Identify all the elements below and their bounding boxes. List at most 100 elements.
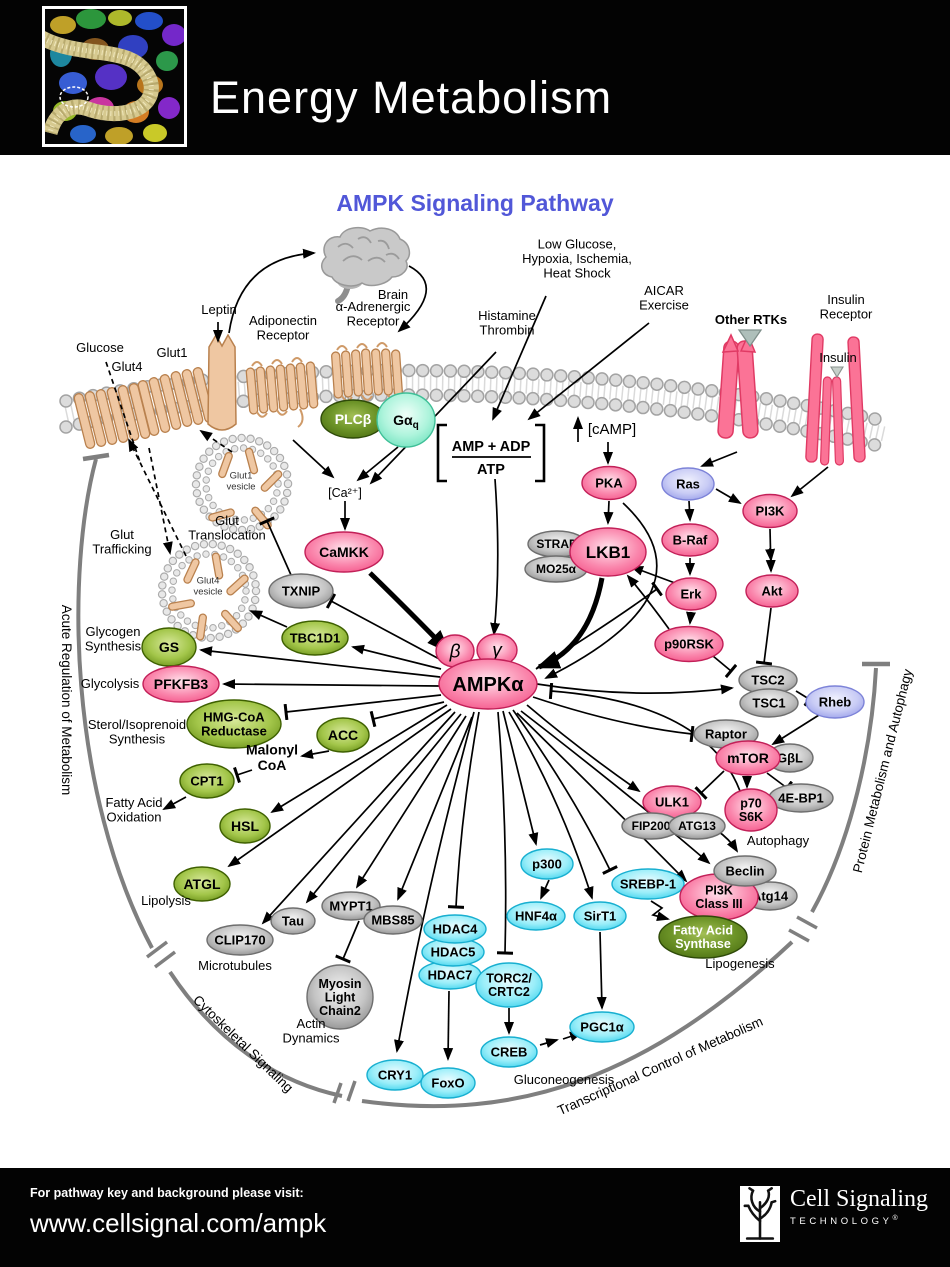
svg-text:ACC: ACC xyxy=(328,727,358,743)
node-ampk: AMPKα xyxy=(438,658,538,710)
leptin-receptor xyxy=(207,333,237,431)
node-foxo: FoxO xyxy=(420,1067,476,1099)
node-ulk1: ULK1 xyxy=(642,785,702,819)
label-low-glucose: Low Glucose,Hypoxia, Ischemia,Heat Shock xyxy=(522,237,632,281)
edge-18 xyxy=(790,466,829,498)
edge-34 xyxy=(755,607,773,666)
svg-text:MO25α: MO25α xyxy=(536,562,577,576)
node-pgc1a: PGC1α xyxy=(569,1011,635,1043)
node-atgl: ATGL xyxy=(173,866,231,902)
node-hnf4a: HNF4α xyxy=(506,901,566,931)
edge-6 xyxy=(199,429,233,453)
svg-text:TSC2: TSC2 xyxy=(751,673,784,688)
edge-58 xyxy=(199,646,441,678)
label-microtubules: Microtubules xyxy=(198,958,272,973)
edge-68 xyxy=(305,713,462,904)
label-other-rtks: Other RTKs xyxy=(715,312,787,327)
edge-25 xyxy=(630,566,676,584)
edge-71 xyxy=(335,920,360,964)
svg-text:GS: GS xyxy=(159,639,179,655)
label-glucose: Glucose xyxy=(76,340,124,355)
svg-text:mTOR: mTOR xyxy=(727,750,769,766)
svg-text:STRAD: STRAD xyxy=(536,537,578,551)
edge-44 xyxy=(516,712,688,883)
svg-text:ULK1: ULK1 xyxy=(655,795,689,810)
svg-text:CRY1: CRY1 xyxy=(378,1068,412,1083)
label-glut4: Glut4 xyxy=(111,359,142,374)
footer-url: www.cellsignal.com/ampk xyxy=(30,1208,327,1238)
adiponectin-receptor-glyph xyxy=(245,361,319,415)
node-gamma: γ xyxy=(476,633,518,667)
node-clip170: CLIP170 xyxy=(206,924,274,956)
svg-text:FIP200: FIP200 xyxy=(632,819,671,833)
cell-signaling-logo: Cell Signaling TECHNOLOGY® xyxy=(740,1186,928,1242)
edge-62 xyxy=(300,749,330,759)
label-ca2: [Ca²⁺] xyxy=(328,486,362,500)
edge-70 xyxy=(397,716,473,901)
label-leptin: Leptin xyxy=(201,302,236,317)
node-akt: Akt xyxy=(745,574,799,608)
edge-22 xyxy=(686,611,696,625)
label-glut1: Glut1 xyxy=(156,345,187,360)
edge-50 xyxy=(596,931,607,1010)
svg-text:HSL: HSL xyxy=(231,818,259,834)
edge-1 xyxy=(228,248,316,334)
edge-38 xyxy=(694,770,725,800)
svg-text:FoxO: FoxO xyxy=(431,1076,464,1091)
edge-52 xyxy=(539,1038,559,1048)
svg-text:HDAC5: HDAC5 xyxy=(431,945,476,960)
node-pka: PKA xyxy=(581,465,637,501)
svg-text:p300: p300 xyxy=(532,857,562,872)
node-atg13: ATG13 xyxy=(668,812,726,840)
svg-text:TORC2/CRTC2: TORC2/CRTC2 xyxy=(486,972,532,1000)
svg-text:β: β xyxy=(449,642,461,663)
node-mbs85: MBS85 xyxy=(363,905,423,935)
svg-text:Atg14: Atg14 xyxy=(752,889,789,904)
svg-text:AMPKα: AMPKα xyxy=(452,674,524,696)
node-srebp1: SREBP-1 xyxy=(611,868,685,900)
edge-69 xyxy=(355,715,467,889)
category-arcs xyxy=(76,452,890,1109)
node-cry1: CRY1 xyxy=(366,1059,424,1091)
node-erk: Erk xyxy=(665,577,717,611)
membrane-microscopy-image xyxy=(36,6,187,147)
insulin-receptor-glyph xyxy=(805,333,866,466)
edge-26 xyxy=(626,574,670,630)
svg-text:Ras: Ras xyxy=(676,477,700,492)
amp-adp-atp-bracket xyxy=(436,423,546,483)
node-mypt1: MYPT1 xyxy=(321,891,381,921)
svg-text:Beclin: Beclin xyxy=(725,864,764,879)
node-hsl: HSL xyxy=(219,808,271,844)
edge-57 xyxy=(394,711,475,1053)
svg-text:MYPT1: MYPT1 xyxy=(329,899,372,914)
node-creb: CREB xyxy=(480,1036,538,1068)
node-ras: Ras xyxy=(661,467,715,501)
label-atp: ATP xyxy=(477,462,505,478)
edge-27 xyxy=(368,571,451,654)
svg-text:SirT1: SirT1 xyxy=(584,909,617,924)
svg-text:HDAC4: HDAC4 xyxy=(433,922,479,937)
logo-tree-icon xyxy=(740,1186,780,1242)
node-fip200: FIP200 xyxy=(621,812,681,840)
other-rtks-receptor xyxy=(717,329,763,439)
edge-48 xyxy=(650,900,670,921)
edge-17 xyxy=(700,451,738,467)
rtk-ligand-icon xyxy=(737,329,763,348)
edge-75 xyxy=(259,516,292,576)
svg-text:4E-BP1: 4E-BP1 xyxy=(778,791,824,806)
header-band: Energy Metabolism xyxy=(0,0,950,155)
membrane-mesh-band xyxy=(36,30,159,136)
svg-text:CPT1: CPT1 xyxy=(190,774,223,789)
edge-43 xyxy=(520,710,711,865)
label-gluconeogenesis: Gluconeogenesis xyxy=(514,1072,615,1087)
